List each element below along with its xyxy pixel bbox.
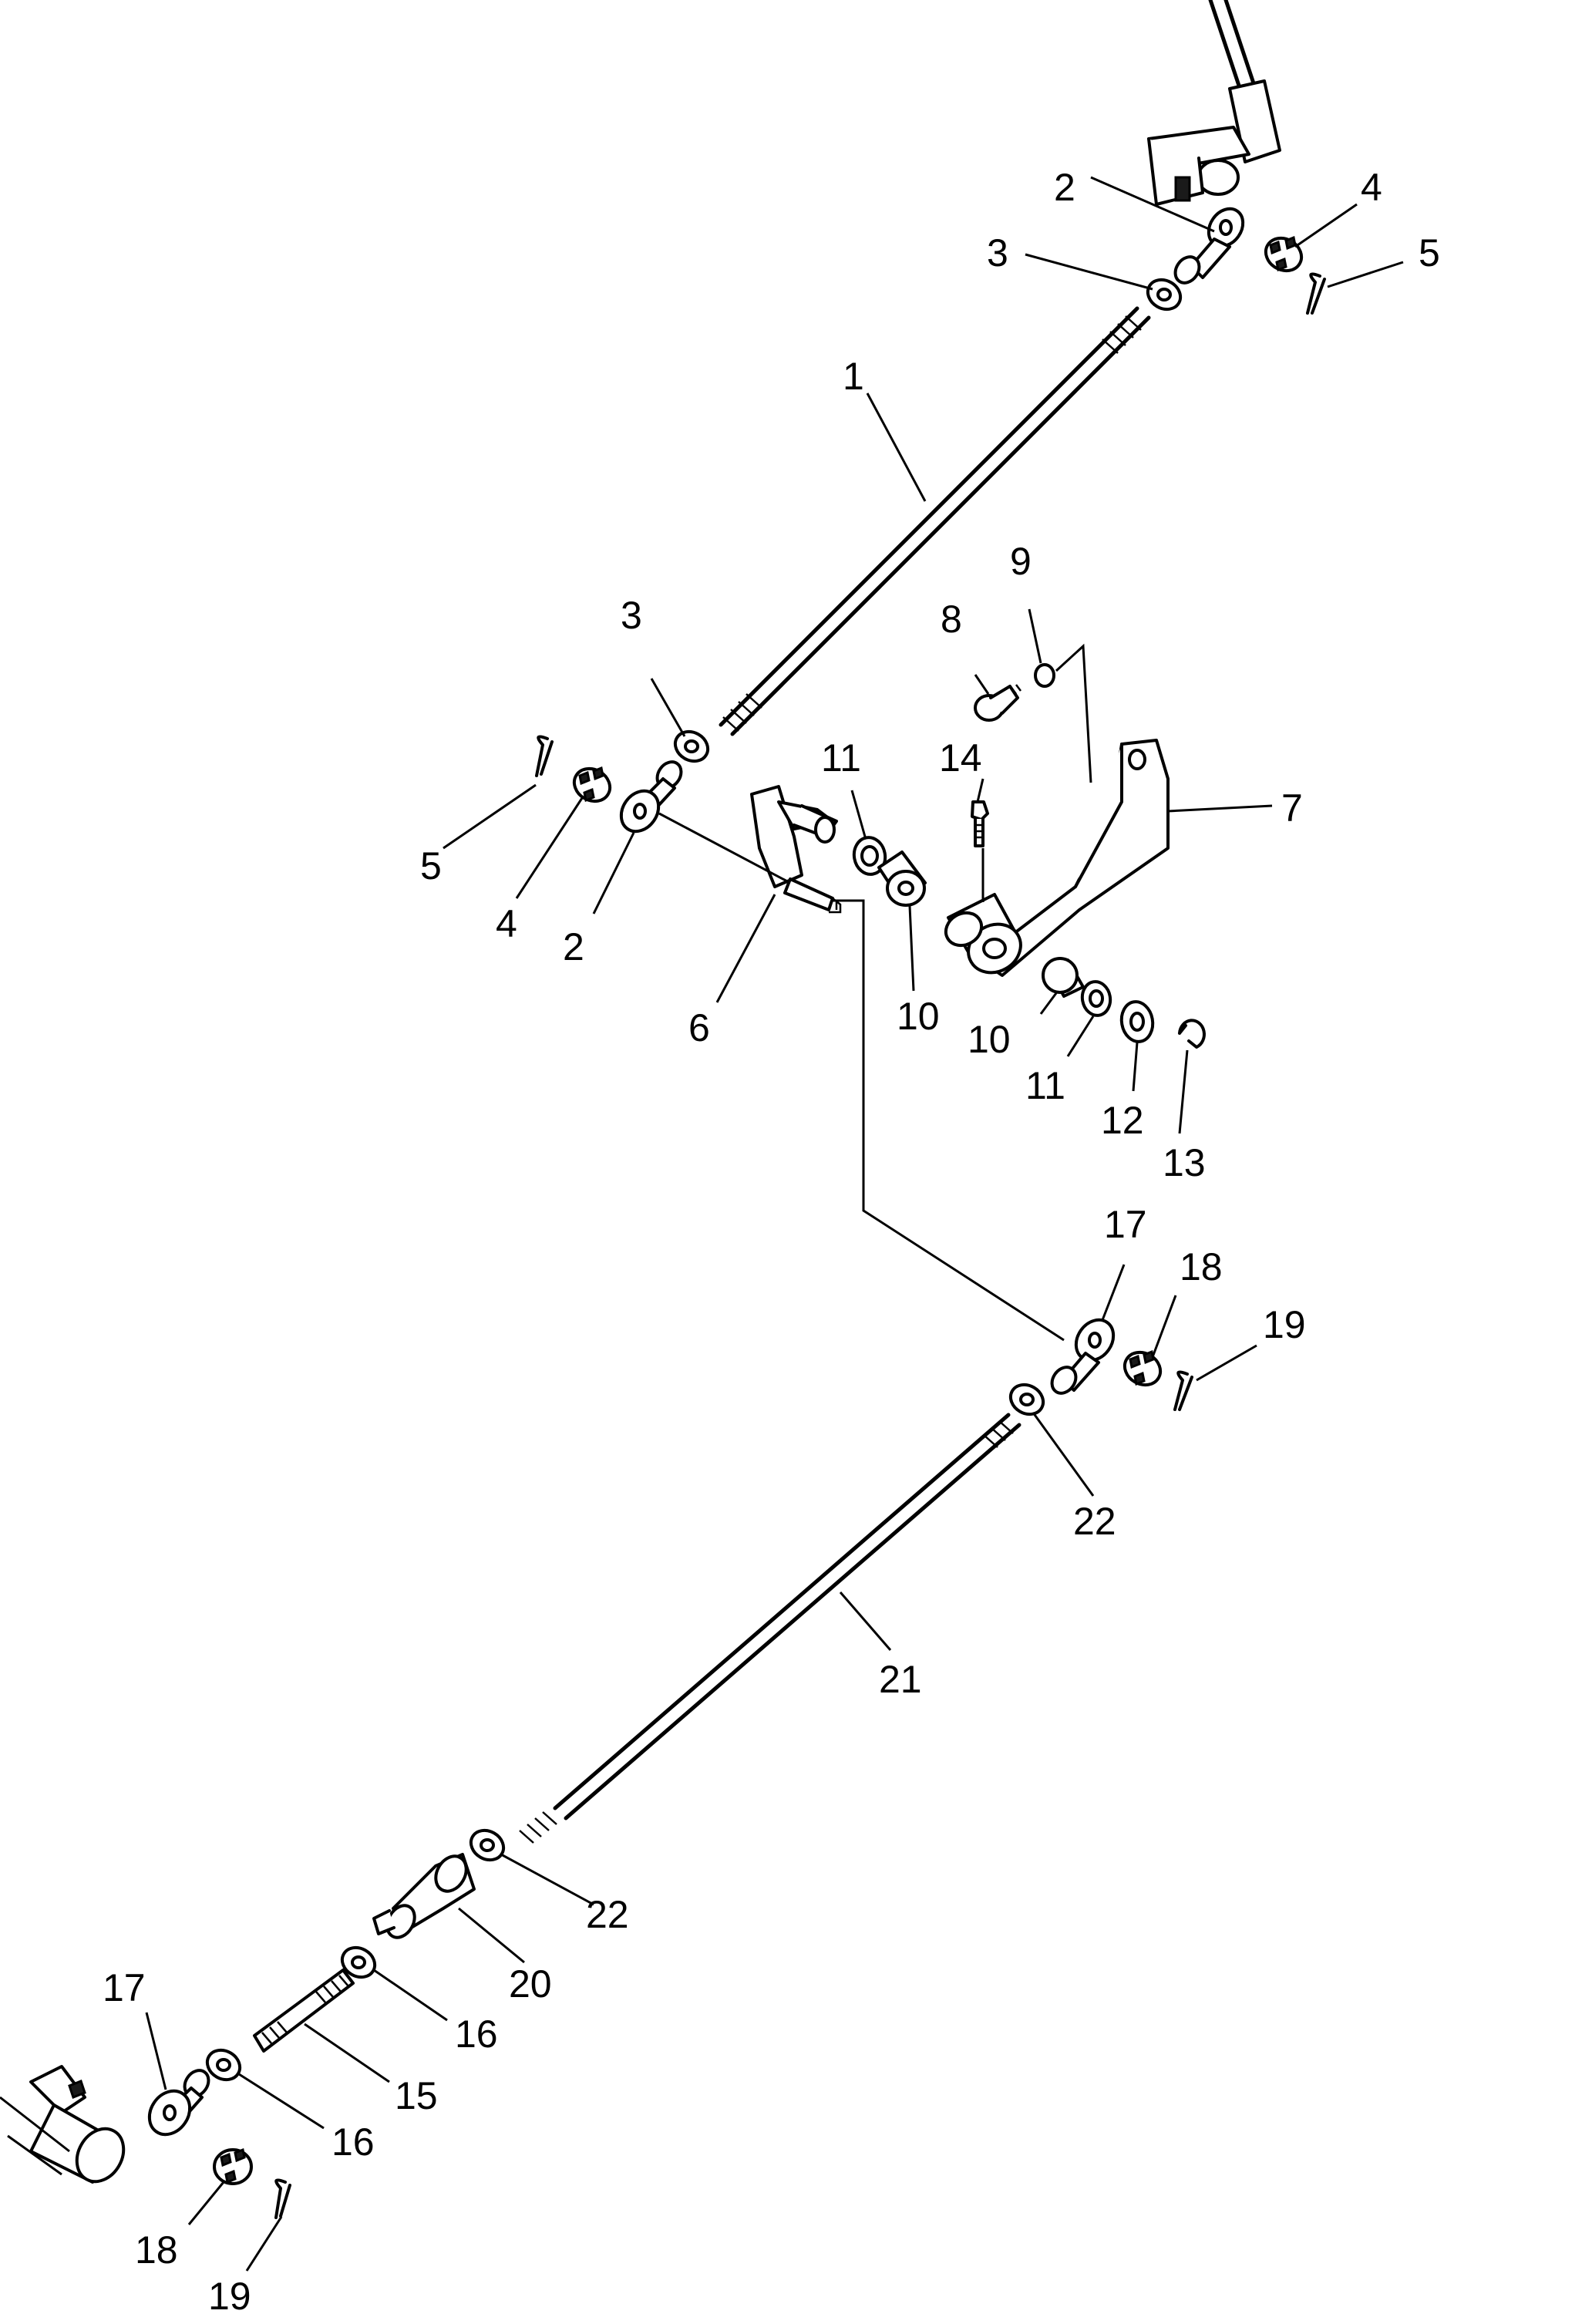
callout-18-top: 18 [1180,1245,1223,1288]
bushing-11-upper [852,836,887,876]
bell-crank-6 [750,785,842,914]
callout-8: 8 [941,598,962,641]
callout-16-a: 16 [455,2012,498,2056]
callout-18-bottom: 18 [135,2228,178,2272]
callout-4-left: 4 [496,902,517,945]
callout-13: 13 [1163,1141,1206,1184]
callout-10-a: 10 [897,995,940,1038]
callout-numbers: 1 2 3 4 5 3 5 4 2 6 11 14 8 9 7 10 10 11… [103,166,1440,2318]
cotter-pin-19-bottom [274,2178,291,2219]
cotter-pin-5-top [1306,272,1326,315]
castle-nut-18-bottom [213,2147,253,2185]
bushing-10-upper [877,850,927,907]
callout-16-b: 16 [332,2120,375,2164]
callout-3-top: 3 [987,231,1008,275]
callout-19-bottom: 19 [208,2275,251,2318]
bushing-11-lower [1080,980,1112,1017]
bolt-8 [974,684,1022,722]
grease-fitting-14 [971,800,989,847]
callout-2-left: 2 [563,925,584,968]
callout-19-top: 19 [1263,1303,1306,1346]
callout-2-top: 2 [1054,166,1075,209]
snap-ring-13 [1178,1019,1206,1049]
washer-12 [1119,1000,1155,1043]
upper-lever-assembly [1147,0,1281,206]
nut-16-upper [340,1945,377,1979]
callout-12: 12 [1101,1099,1144,1142]
castle-nut-4-left [572,766,612,803]
rod-end-2-top [1173,207,1245,285]
rod-end-17-bottom [147,2069,210,2137]
callout-6: 6 [688,1006,710,1049]
nut-3-top [1146,278,1183,312]
nut-22-top [1008,1383,1045,1416]
rod-end-17-top [1050,1318,1116,1395]
callout-22-b: 22 [586,1893,629,1936]
nut-3-left [673,729,710,763]
lower-lever [0,2065,126,2184]
bracket-7 [944,739,1170,977]
callout-17-bottom: 17 [103,1966,146,2009]
callout-14: 14 [939,736,982,780]
castle-nut-4-top [1264,235,1304,273]
nut-16-lower [205,2048,242,2082]
turnbuckle-20 [372,1853,476,1939]
leader-lines [145,176,1404,2272]
callout-4-top: 4 [1361,166,1382,209]
callout-22-a: 22 [1073,1500,1116,1543]
lock-washer-9 [1034,663,1055,688]
callout-21: 21 [879,1658,922,1701]
callout-11-a: 11 [821,736,861,780]
threaded-stud-15 [253,1969,355,2053]
nut-22-bottom [469,1828,506,1862]
castle-nut-18-top [1122,1349,1163,1387]
callout-20: 20 [509,1962,552,2006]
cotter-pin-5-left [535,735,554,777]
callout-15: 15 [395,2074,438,2117]
rod-1 [719,306,1151,736]
rod-21 [519,1413,1022,1844]
callout-10-b: 10 [968,1018,1011,1061]
bushing-10-lower [1042,957,1085,998]
callout-9: 9 [1010,540,1032,583]
callout-1: 1 [843,355,864,398]
callout-5-top: 5 [1419,231,1440,275]
callout-11-b: 11 [1025,1064,1065,1107]
callout-3-left: 3 [621,594,642,637]
callout-17-top: 17 [1104,1203,1147,1246]
callout-5-left: 5 [420,844,442,887]
callout-7: 7 [1281,786,1303,830]
cotter-pin-19-top [1173,1370,1193,1411]
rod-end-2-left [619,760,683,834]
